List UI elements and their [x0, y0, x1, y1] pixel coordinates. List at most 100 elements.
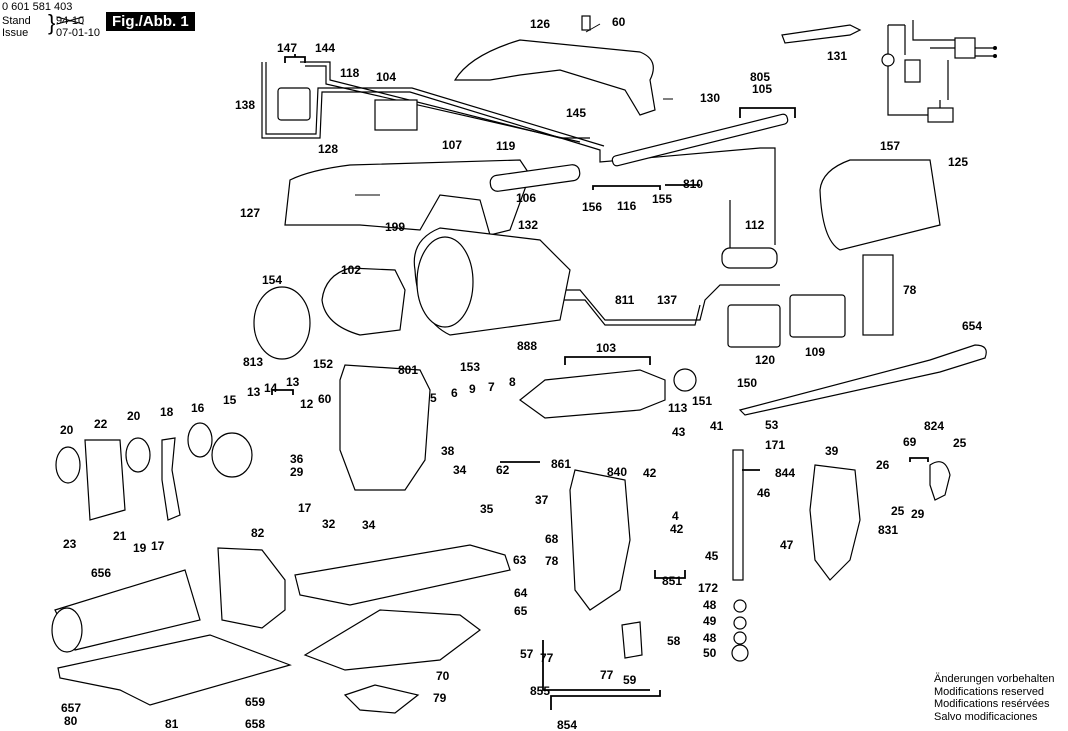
label-48: 48 — [703, 598, 717, 612]
label-9: 9 — [469, 382, 476, 396]
guide-plate — [84, 439, 126, 521]
label-29: 29 — [911, 507, 925, 521]
label-34: 34 — [362, 518, 376, 532]
shoe-plate — [57, 634, 292, 706]
label-12: 12 — [300, 397, 314, 411]
washer — [733, 631, 747, 645]
label-120: 120 — [755, 353, 775, 367]
label-147: 147 — [277, 41, 297, 55]
brace-icon: } — [48, 10, 56, 35]
label-17: 17 — [151, 539, 165, 553]
label-657: 657 — [61, 701, 81, 715]
label-801: 801 — [398, 363, 418, 377]
label-831: 831 — [878, 523, 898, 537]
label-20: 20 — [127, 409, 141, 423]
dust-tube-end — [51, 607, 83, 653]
label-59: 59 — [623, 673, 637, 687]
label-19: 19 — [133, 541, 147, 555]
washer — [125, 437, 151, 473]
motor-housing-half — [284, 159, 531, 236]
washer — [187, 422, 213, 458]
label-199: 199 — [385, 220, 405, 234]
label-116: 116 — [617, 199, 637, 213]
part-labels: 126 60 131 147 144 118 104 138 128 130 8… — [60, 15, 982, 731]
label-77: 77 — [540, 651, 554, 665]
label-144: 144 — [315, 41, 335, 55]
label-29: 29 — [290, 465, 304, 479]
label-34: 34 — [453, 463, 467, 477]
label-35: 35 — [480, 502, 494, 516]
power-cable — [611, 113, 789, 167]
eccentric-disc — [929, 461, 951, 501]
label-172: 172 — [698, 581, 718, 595]
gear-housing — [339, 364, 431, 491]
label-813: 813 — [243, 355, 263, 369]
washer — [733, 616, 747, 630]
armature — [519, 369, 666, 419]
label-53: 53 — [765, 418, 779, 432]
label-127: 127 — [240, 206, 260, 220]
label-130: 130 — [700, 91, 720, 105]
label-18: 18 — [160, 405, 174, 419]
label-39: 39 — [825, 444, 839, 458]
label-113: 113 — [668, 401, 688, 415]
label-103: 103 — [596, 341, 616, 355]
label-851: 851 — [662, 574, 682, 588]
label-154: 154 — [262, 273, 282, 287]
label-25: 25 — [891, 504, 905, 518]
label-48: 48 — [703, 631, 717, 645]
label-824: 824 — [924, 419, 944, 433]
label-6: 6 — [451, 386, 458, 400]
label-15: 15 — [223, 393, 237, 407]
stand-value: 94-10 — [56, 15, 85, 27]
label-38: 38 — [441, 444, 455, 458]
label-41: 41 — [710, 419, 724, 433]
label-68: 68 — [545, 532, 559, 546]
washer — [731, 644, 749, 662]
label-42: 42 — [643, 466, 657, 480]
handle-cover — [453, 39, 656, 116]
label-17: 17 — [298, 501, 312, 515]
notice-es: Salvo modificaciones — [934, 710, 1038, 723]
label-888: 888 — [517, 339, 537, 353]
label-32: 32 — [322, 517, 336, 531]
label-840: 840 — [607, 465, 627, 479]
label-150: 150 — [737, 376, 757, 390]
label-70: 70 — [436, 669, 450, 683]
field-coil — [321, 267, 406, 336]
label-81: 81 — [165, 717, 179, 731]
label-46: 46 — [757, 486, 771, 500]
modifications-notice: Änderungen vorbehalten Modifications res… — [934, 673, 1054, 723]
motor-housing-opening — [416, 236, 474, 328]
label-138: 138 — [235, 98, 255, 112]
label-45: 45 — [705, 549, 719, 563]
gear — [211, 432, 253, 478]
label-811: 811 — [615, 293, 635, 307]
roller-bracket — [621, 621, 643, 659]
window-label — [862, 254, 894, 336]
label-656: 656 — [91, 566, 111, 580]
label-63: 63 — [513, 553, 527, 567]
base-plate — [294, 544, 511, 606]
stand-value-struck: 94-10 — [56, 15, 84, 27]
grip-sleeve — [489, 164, 581, 192]
label-8: 8 — [509, 375, 516, 389]
label-156: 156 — [582, 200, 602, 214]
label-855: 855 — [530, 684, 550, 698]
circuit-diagram — [881, 20, 997, 123]
label-25: 25 — [953, 436, 967, 450]
fan — [253, 286, 311, 360]
label-153: 153 — [460, 360, 480, 374]
label-64: 64 — [514, 586, 528, 600]
label-805: 805 — [750, 70, 770, 84]
label-60: 60 — [612, 15, 626, 29]
screwdriver — [738, 344, 987, 416]
label-82: 82 — [251, 526, 265, 540]
notice-de: Änderungen vorbehalten — [934, 673, 1055, 685]
label-171: 171 — [765, 438, 785, 452]
label-155: 155 — [652, 192, 672, 206]
hex-key — [781, 24, 862, 44]
label-125: 125 — [948, 155, 968, 169]
label-16: 16 — [191, 401, 205, 415]
